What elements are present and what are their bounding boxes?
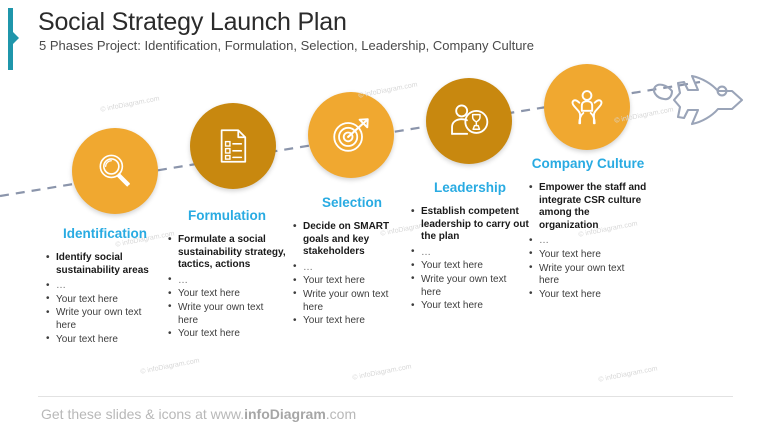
list-item: Your text here [293,315,411,328]
watermark: © infoDiagram.com [597,365,659,384]
rocket-icon [652,74,744,126]
list-item: … [46,280,164,293]
list-item: Formulate a social sustainability strate… [168,234,286,272]
list-item: Write your own text here [529,262,647,288]
list-item: Your text here [411,260,529,273]
footer-brand: infoDiagram [244,406,326,422]
phase-circle-selection[interactable] [308,92,394,178]
person-award-icon [451,104,489,135]
list-item: Empower the staff and integrate CSR cult… [529,181,647,232]
phase-column-selection: Selection Decide on SMART goals and key … [293,195,411,329]
watermark: © infoDiagram.com [139,357,201,376]
footer-suffix: .com [325,406,357,422]
phase-circle-identification[interactable] [72,128,158,214]
phase-label-company-culture: Company Culture [531,156,645,171]
target-arrow-icon [333,118,369,152]
list-item: Your text here [529,288,647,302]
hands-person-icon [571,90,603,125]
phase-column-identification: Identification Identify social sustainab… [46,226,164,347]
title-accent-bar [8,8,13,70]
phase-label-selection: Selection [321,195,383,210]
phase-circle-company-culture[interactable] [544,64,630,150]
footer-credit: Get these slides & icons at www.infoDiag… [41,406,356,422]
magnifier-icon [99,154,130,187]
list-item: … [293,261,411,275]
phase-label-formulation: Formulation [188,208,266,223]
watermark: © infoDiagram.com [351,363,413,382]
footer-divider [38,396,733,397]
title-accent-notch [13,32,19,44]
list-item: Your text here [411,300,529,313]
footer-prefix: Get these slides & icons at www. [41,406,245,422]
list-item: Your text here [46,293,164,307]
list-item: Write your own text here [168,301,286,327]
list-item: Establish competent leadership to carry … [411,206,529,244]
list-item: … [529,235,647,248]
list-item: Write your own text here [293,288,411,314]
phase-label-leadership: Leadership [433,180,507,195]
list-item: Your text here [529,248,647,262]
phase-column-formulation: Formulation Formulate a social sustainab… [168,208,286,342]
phase-bullets-company-culture: Empower the staff and integrate CSR cult… [529,181,647,302]
list-item: Your text here [168,288,286,301]
phase-bullets-selection: Decide on SMART goals and key stakeholde… [293,221,411,328]
list-item: Write your own text here [411,273,529,299]
phase-column-company-culture: Company Culture Empower the staff and in… [529,156,647,302]
phase-column-leadership: Leadership Establish competent leadershi… [411,180,529,314]
watermark: © infoDiagram.com [99,95,161,114]
list-item: … [411,246,529,260]
list-item: Identify social sustainability areas [46,251,164,277]
phase-circle-leadership[interactable] [426,78,512,164]
list-item: Your text here [293,275,411,288]
list-item: Decide on SMART goals and key stakeholde… [293,221,411,259]
list-item: Your text here [46,333,164,347]
phase-label-identification: Identification [63,226,147,241]
phase-bullets-formulation: Formulate a social sustainability strate… [168,234,286,341]
phase-bullets-leadership: Establish competent leadership to carry … [411,206,529,313]
list-item: Write your own text here [46,307,164,332]
phase-circle-formulation[interactable] [190,103,276,189]
page-subtitle: 5 Phases Project: Identification, Formul… [39,38,534,53]
phase-bullets-identification: Identify social sustainability areas … Y… [46,251,164,347]
document-checklist-icon [220,129,247,163]
page-title: Social Strategy Launch Plan [38,8,347,36]
list-item: … [168,274,286,288]
list-item: Your text here [168,328,286,341]
